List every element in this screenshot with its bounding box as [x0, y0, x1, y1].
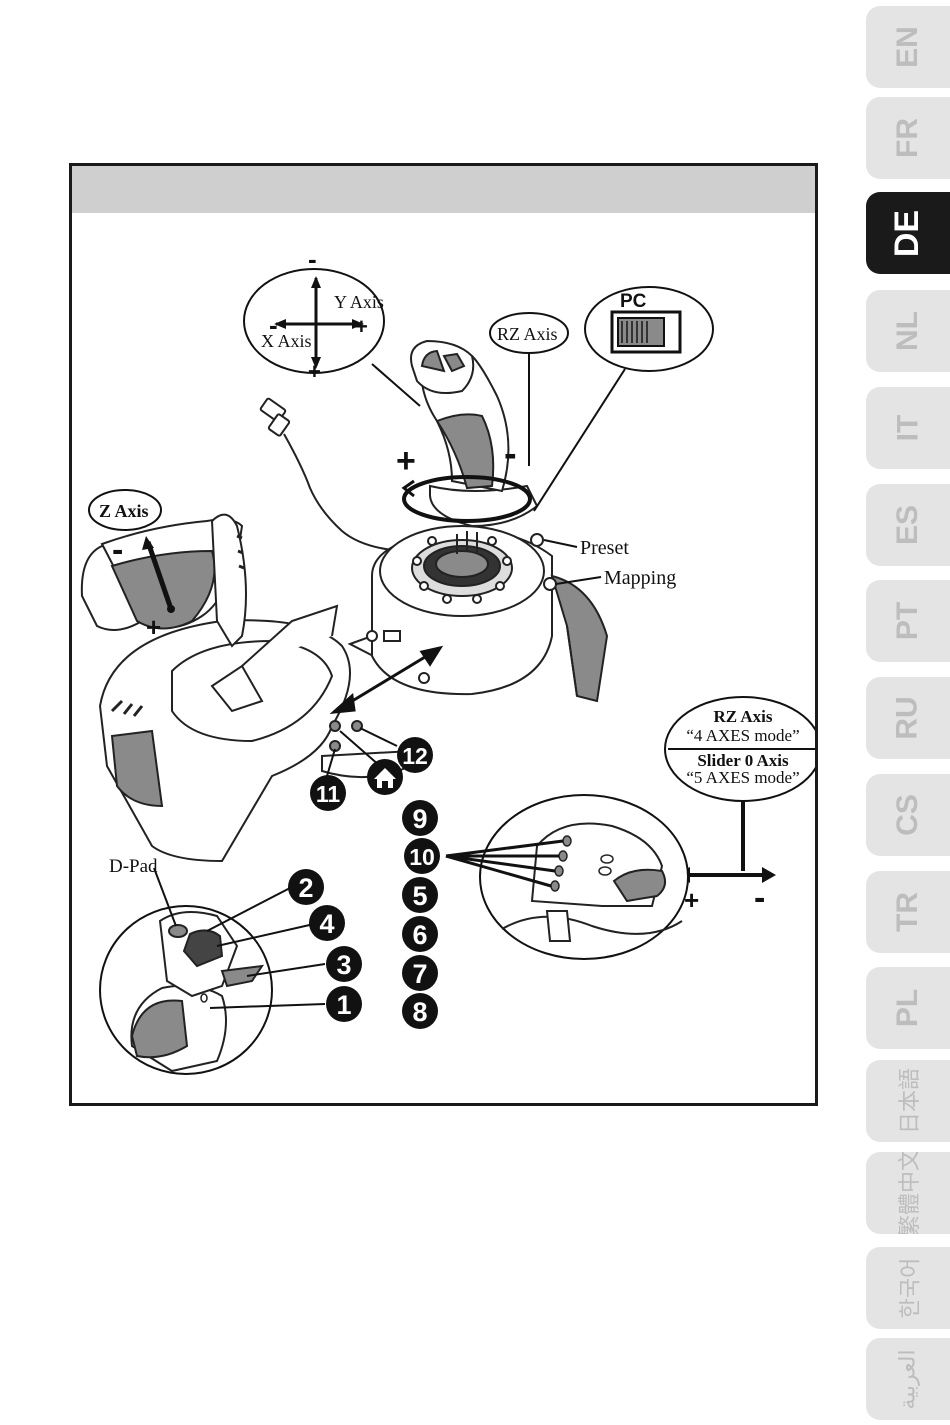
throttle-unit: [82, 515, 414, 861]
home-button-badge: [367, 759, 403, 795]
tab-tr[interactable]: TR: [866, 871, 950, 953]
tab-nl[interactable]: NL: [866, 290, 950, 372]
language-tabs: EN FR DE NL IT ES PT RU CS TR PL 日本語 繁體中…: [866, 0, 950, 1425]
throttle-buttons-detail: [446, 795, 688, 959]
preset-leader: [544, 540, 577, 547]
tab-ru[interactable]: RU: [866, 677, 950, 759]
svg-text:8: 8: [412, 997, 427, 1027]
z-minus-sign: -: [112, 531, 123, 569]
badge-12: 12: [397, 737, 433, 773]
preset-label: Preset: [580, 537, 629, 559]
badge-3: 3: [326, 946, 362, 982]
mapping-label: Mapping: [604, 567, 676, 589]
badge-8: 8: [402, 993, 438, 1029]
tab-de[interactable]: DE: [866, 192, 950, 274]
z-plus-sign: +: [146, 612, 161, 642]
dpad-detail: [100, 868, 325, 1074]
svg-text:4: 4: [319, 909, 334, 939]
four-axes-mode-label: “4 AXES mode”: [686, 726, 799, 745]
five-axes-mode-label: “5 AXES mode”: [686, 768, 799, 787]
svg-text:11: 11: [316, 781, 341, 807]
badge-2: 2: [288, 869, 324, 905]
pc-label: PC: [620, 291, 647, 312]
badge-7: 7: [402, 955, 438, 991]
tab-en[interactable]: EN: [866, 6, 950, 88]
y-minus-sign: -: [308, 244, 317, 274]
tab-pt[interactable]: PT: [866, 580, 950, 662]
dpad-label: D-Pad: [109, 856, 158, 877]
x-minus-sign: -: [269, 310, 278, 340]
badge-11: 11: [310, 775, 346, 811]
rz-minus-sign: -: [504, 433, 517, 475]
rz-axis-label: RZ Axis: [497, 324, 558, 344]
tab-it[interactable]: IT: [866, 387, 950, 469]
svg-text:7: 7: [412, 959, 427, 989]
tab-cs[interactable]: CS: [866, 774, 950, 856]
rz-axis-box-label: RZ Axis: [713, 707, 772, 726]
badge-10: 10: [404, 838, 440, 874]
badge-5: 5: [402, 877, 438, 913]
joystick-base: [350, 526, 607, 701]
rz-plus-sign: +: [396, 442, 416, 480]
tab-pl[interactable]: PL: [866, 967, 950, 1049]
svg-text:3: 3: [336, 950, 351, 980]
joystick-diagram: Y Axis X Axis - + - + RZ Axis + - PC: [72, 166, 815, 1103]
y-plus-sign: +: [308, 359, 321, 384]
tab-ar[interactable]: العربية: [866, 1338, 950, 1420]
svg-text:9: 9: [412, 804, 427, 834]
slider-minus-sign: -: [754, 879, 765, 917]
tab-es[interactable]: ES: [866, 484, 950, 566]
badge-1: 1: [326, 986, 362, 1022]
svg-text:1: 1: [336, 990, 351, 1020]
badge-6: 6: [402, 916, 438, 952]
x-plus-sign: +: [355, 314, 368, 339]
y-axis-label: Y Axis: [334, 292, 384, 312]
numbered-badges: 2 4 3 1 9 10 5 6 7 8 11 12: [288, 737, 440, 1029]
tab-zh-tw[interactable]: 繁體中文: [866, 1152, 950, 1234]
svg-text:6: 6: [412, 920, 427, 950]
tab-fr[interactable]: FR: [866, 97, 950, 179]
tab-ja[interactable]: 日本語: [866, 1060, 950, 1142]
diagram-frame: Y Axis X Axis - + - + RZ Axis + - PC: [69, 163, 818, 1106]
svg-text:5: 5: [412, 881, 427, 911]
svg-text:10: 10: [409, 844, 435, 870]
svg-text:2: 2: [298, 873, 313, 903]
usb-cable: [260, 398, 402, 551]
badge-4: 4: [309, 905, 345, 941]
svg-text:12: 12: [402, 743, 428, 769]
tab-ko[interactable]: 한국어: [866, 1247, 950, 1329]
z-axis-label: Z Axis: [99, 501, 149, 521]
badge-9: 9: [402, 800, 438, 836]
